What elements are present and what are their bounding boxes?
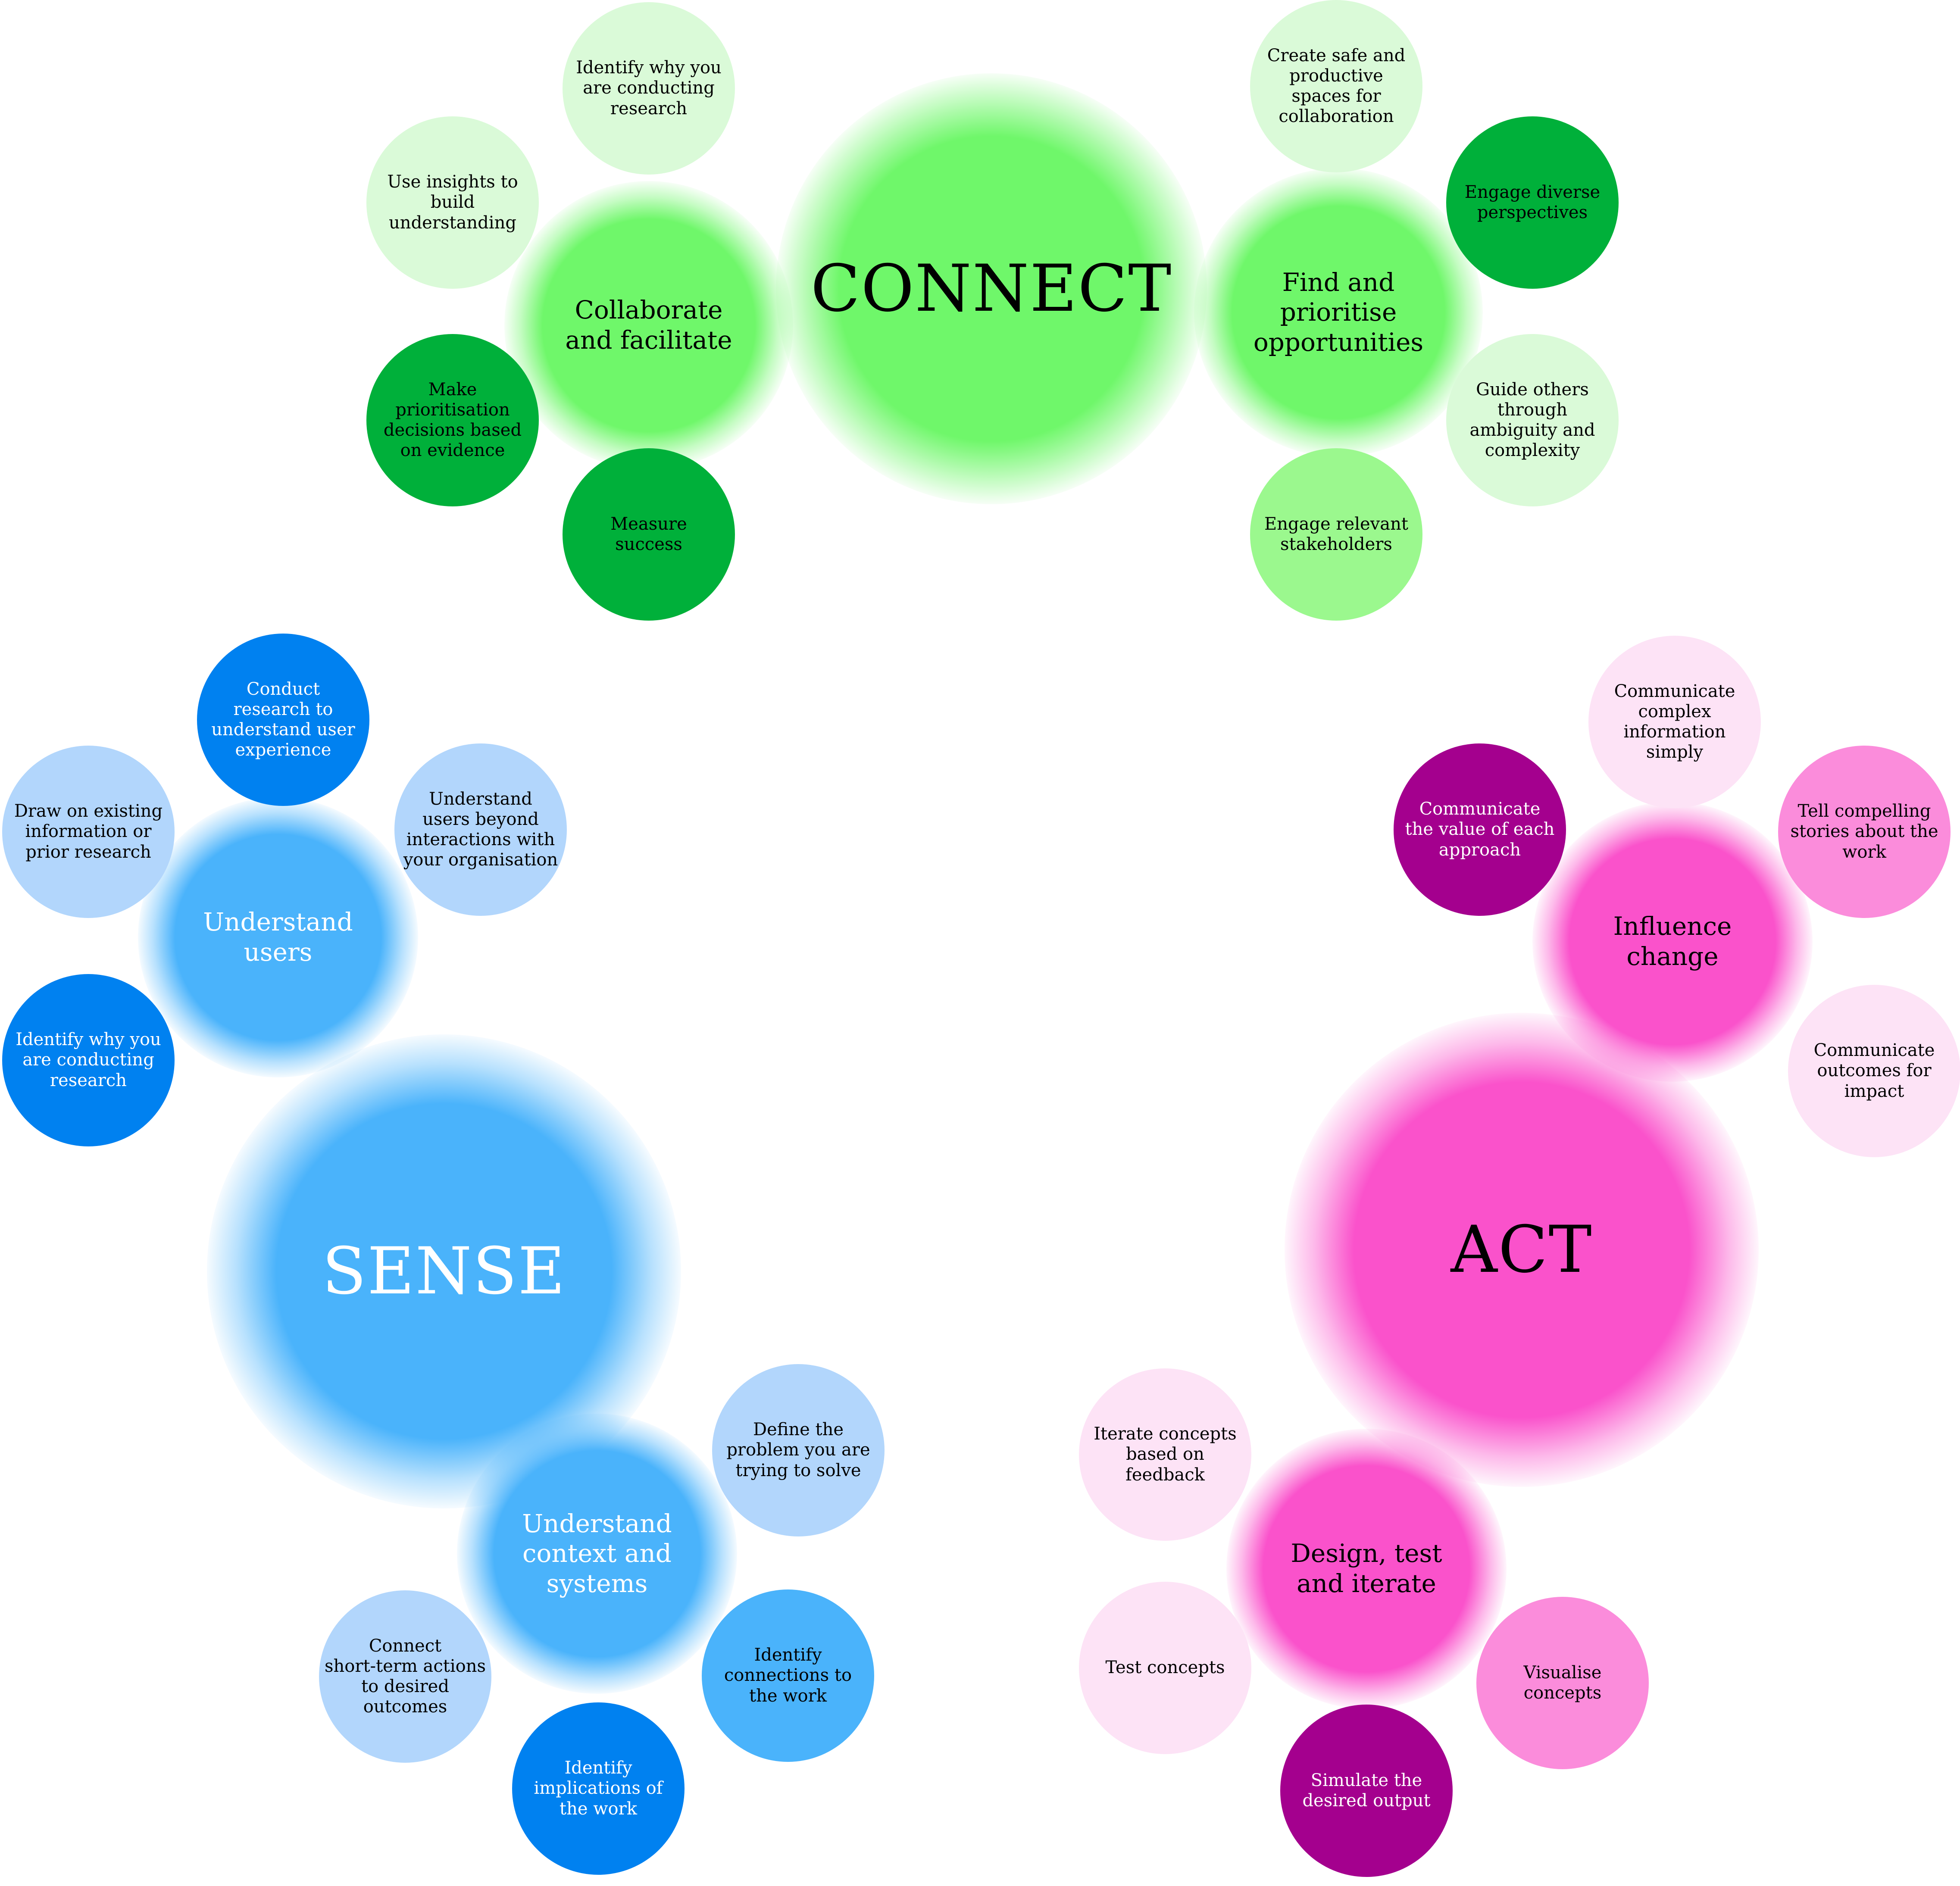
act-leaf-complex-information: Communicate complex information simply	[1588, 636, 1761, 808]
sense-leaf-implications: Identify implications of the work	[512, 1702, 685, 1875]
act-leaf-simulate-output: Simulate the desired output	[1280, 1705, 1453, 1877]
sense-leaf-identify-connections: Identify connections to the work	[702, 1589, 874, 1762]
connect-hub-find-prioritise: Find and prioritise opportunities	[1253, 267, 1424, 357]
act-leaf-visualise-concepts: Visualise concepts	[1476, 1597, 1649, 1769]
connect-leaf-measure-success: Measure success	[563, 448, 735, 621]
sense-leaf-connect-short-term: Connect short-term actions to desired ou…	[319, 1590, 491, 1763]
connect-leaf-safe-spaces: Create safe and productive spaces for co…	[1250, 0, 1422, 172]
connect-leaf-diverse-perspectives: Engage diverse perspectives	[1446, 116, 1619, 289]
connect-core: CONNECT	[810, 251, 1172, 326]
act-leaf-value-of-approach: Communicate the value of each approach	[1394, 743, 1566, 916]
connect-leaf-identify-why: Identify why you are conducting research	[563, 2, 735, 175]
sense-leaf-identify-why: Identify why you are conducting research	[2, 974, 175, 1146]
act-hub-influence-change: Influence change	[1613, 912, 1732, 971]
connect-hub-collaborate: Collaborate and facilitate	[565, 295, 732, 355]
sense-hub-understand-users: Understand users	[203, 907, 353, 967]
sense-hub-context-systems: Understand context and systems	[522, 1508, 672, 1598]
connect-leaf-stakeholders: Engage relevant stakeholders	[1250, 448, 1422, 621]
connect-leaf-guide-others: Guide others through ambiguity and compl…	[1446, 334, 1619, 506]
act-core: ACT	[1450, 1212, 1593, 1287]
act-leaf-iterate-concepts: Iterate concepts based on feedback	[1079, 1368, 1251, 1541]
act-leaf-compelling-stories: Tell compelling stories about the work	[1778, 746, 1951, 918]
sense-leaf-conduct-research: Conduct research to understand user expe…	[197, 634, 369, 806]
connect-leaf-prioritisation: Make prioritisation decisions based on e…	[366, 334, 539, 506]
sense-core: SENSE	[322, 1234, 566, 1309]
sense-leaf-existing-information: Draw on existing information or prior re…	[2, 746, 175, 918]
connect-leaf-use-insights: Use insights to build understanding	[366, 116, 539, 289]
act-leaf-outcomes-impact: Communicate outcomes for impact	[1788, 985, 1960, 1157]
act-leaf-test-concepts: Test concepts	[1079, 1582, 1251, 1754]
sense-leaf-define-problem: Define the problem you are trying to sol…	[712, 1364, 885, 1536]
act-hub-design-test-iterate: Design, test and iterate	[1291, 1539, 1442, 1598]
sense-leaf-users-beyond: Understand users beyond interactions wit…	[394, 743, 567, 916]
